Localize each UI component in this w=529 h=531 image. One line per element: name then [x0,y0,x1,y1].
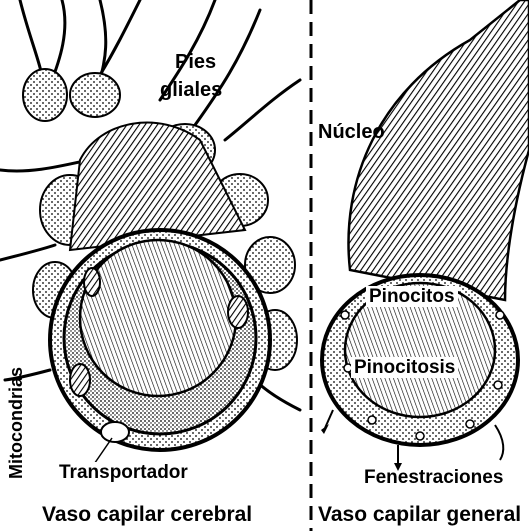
label-transportador: Transportador [56,462,191,483]
caption-left: Vaso capilar cerebral [42,504,252,525]
general-capillary-illustration [321,0,529,471]
label-fenestraciones: Fenestraciones [364,468,503,487]
label-nucleo: Núcleo [318,122,385,142]
label-pinocitos: Pinocitos [366,286,458,307]
label-pies: Pies [175,52,216,72]
brain-capillary-illustration [0,0,300,450]
label-gliales: gliales [160,80,222,100]
caption-right: Vaso capilar general [318,504,521,525]
label-mitocondrias: Mitocondrias [7,359,25,479]
label-pinocitosis: Pinocitosis [351,357,458,378]
